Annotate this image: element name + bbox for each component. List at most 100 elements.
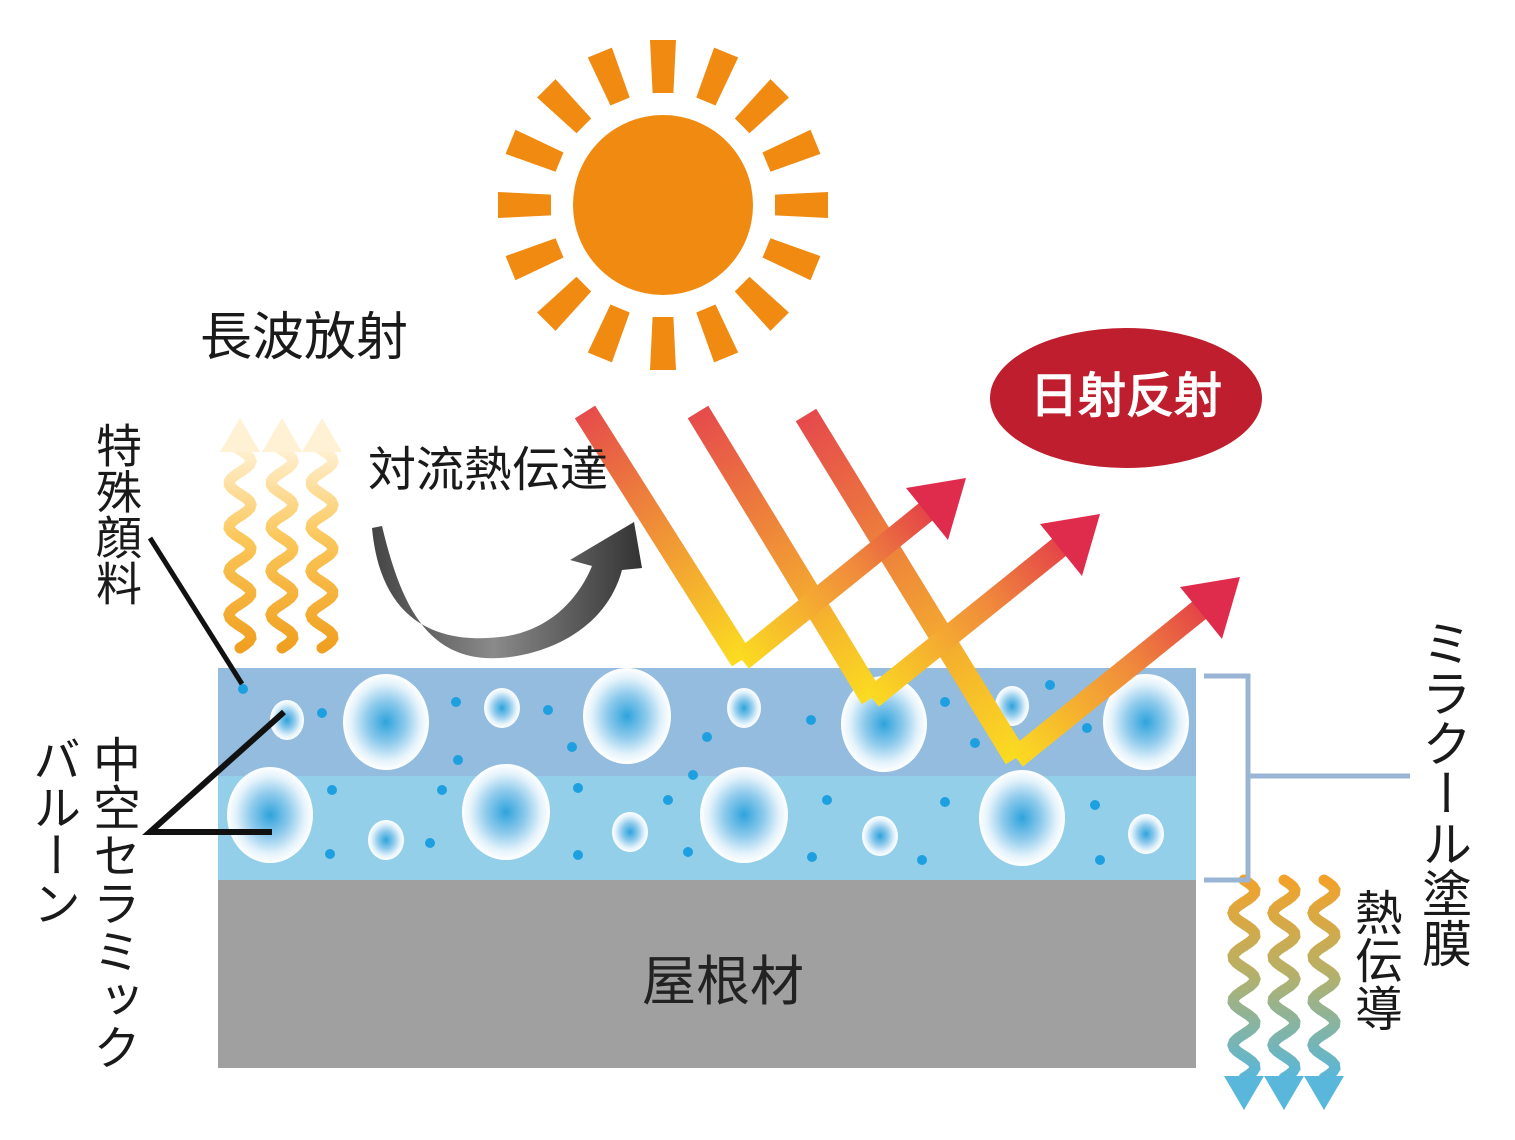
pigment-dot — [806, 715, 816, 725]
pigment-dot — [1095, 855, 1105, 865]
roofing-material-label: 屋根材 — [642, 950, 804, 1013]
pigment-dot — [567, 742, 577, 752]
pigment-dot — [822, 795, 832, 805]
sun-ray — [734, 276, 789, 331]
ceramic-balloon — [462, 764, 550, 860]
ceramic-balloon — [270, 700, 304, 740]
solar-reflection-label: 日射反射 — [1029, 368, 1222, 424]
incoming-ray-1 — [574, 405, 753, 667]
reflection-arrow-icon — [1180, 577, 1240, 639]
balloon-leader-line — [142, 709, 287, 835]
sun-ray — [762, 129, 821, 172]
wavy-heat-arrow-icon — [265, 442, 299, 654]
wavy-heat-arrow-icon — [1227, 874, 1261, 1084]
special-pigment-label: 特殊顔料 — [89, 422, 143, 606]
pigment-dot — [317, 708, 327, 718]
wavy-heat-arrow-head — [1224, 1076, 1264, 1110]
pigment-dot — [238, 684, 248, 694]
curved-arrow-icon — [372, 522, 642, 659]
pigment-dot — [543, 705, 553, 715]
pigment-dot — [663, 795, 673, 805]
ceramic-balloon — [368, 820, 404, 860]
wavy-heat-arrow-head — [262, 418, 302, 452]
pigment-dot — [807, 852, 817, 862]
ceramic-balloon — [1128, 814, 1164, 854]
wavy-heat-arrow-head — [302, 418, 342, 452]
pigment-dot — [970, 738, 980, 748]
reflected-ray-3 — [1009, 599, 1209, 767]
roofing-material-block — [218, 880, 1196, 1068]
pigment-dot — [1090, 800, 1100, 810]
sun-ray — [696, 47, 739, 106]
wavy-heat-arrow-head — [220, 418, 260, 452]
ceramic-balloon — [862, 816, 898, 856]
convective-heat-transfer-label: 対流熱伝達 — [368, 442, 609, 498]
solar-reflection-arrows — [574, 405, 1240, 767]
sun-ray — [587, 47, 630, 106]
sun-ray — [505, 238, 564, 281]
pigment-dot — [325, 849, 335, 859]
ceramic-balloon — [700, 767, 788, 863]
ceramic-balloon — [612, 812, 648, 852]
sun-ray — [537, 276, 592, 331]
longwave-radiation-label: 長波放射 — [200, 308, 409, 368]
pigment-dot — [940, 697, 950, 707]
ceramic-balloon — [227, 767, 313, 863]
pigment-dot — [683, 847, 693, 857]
miracool-coating-film-label: ミラクール塗膜 — [1414, 618, 1472, 968]
sun-ray — [537, 79, 592, 134]
pigment-dot — [425, 838, 435, 848]
wavy-heat-arrow-head — [1304, 1076, 1344, 1110]
pigment-dot — [573, 783, 583, 793]
incoming-ray-2 — [687, 405, 883, 705]
wavy-heat-arrow-head — [1264, 1076, 1304, 1110]
pigment-dot — [940, 797, 950, 807]
pigment-dot — [688, 770, 698, 780]
ceramic-balloon — [583, 668, 671, 764]
sun-ray — [696, 304, 739, 363]
ceramic-balloon — [727, 688, 761, 728]
heat-conduction-label: 熱伝導 — [1346, 888, 1402, 1032]
longwave-radiation-arrows — [220, 418, 342, 654]
pigment-dot — [1045, 680, 1055, 690]
pigment-dot — [573, 850, 583, 860]
ceramic-balloon — [484, 688, 520, 728]
sun-ray — [650, 317, 676, 370]
sun-icon — [498, 40, 828, 370]
hollow-ceramic-balloons — [227, 668, 1189, 866]
solar-reflection-badge — [990, 328, 1262, 468]
sun-ray — [587, 304, 630, 363]
pigment-dot — [453, 755, 463, 765]
pigment-leader-line — [147, 536, 245, 686]
hollow-ceramic-balloon-label-part2: バルーン — [24, 735, 80, 927]
sun-ray — [650, 40, 676, 93]
ceramic-balloon — [1103, 674, 1189, 770]
sun-ray — [498, 192, 551, 218]
pigment-dot — [327, 785, 337, 795]
sun-ray — [505, 129, 564, 172]
reflection-arrow-icon — [906, 478, 966, 540]
hollow-ceramic-balloon-label-part1: 中空セラミック — [84, 735, 140, 1071]
sun-ray — [775, 192, 828, 218]
wavy-heat-arrow-icon — [1267, 874, 1301, 1084]
pigment-dot — [1082, 723, 1092, 733]
pigment-dot — [437, 785, 447, 795]
heat-conduction-arrows — [1224, 874, 1344, 1110]
ceramic-balloon — [979, 770, 1065, 866]
pigment-dot — [917, 855, 927, 865]
reflected-ray-1 — [735, 501, 935, 669]
incoming-ray-3 — [795, 408, 1027, 765]
wavy-heat-arrow-icon — [223, 442, 257, 654]
sun-ray — [762, 238, 821, 281]
reflection-arrow-icon — [1040, 514, 1100, 576]
wavy-heat-arrow-icon — [305, 442, 339, 654]
wavy-heat-arrow-icon — [1307, 874, 1341, 1084]
coating-film-bracket — [1204, 673, 1251, 883]
pigment-dot — [702, 732, 712, 742]
ceramic-balloon — [343, 674, 429, 770]
pigment-dot — [451, 697, 461, 707]
reflected-ray-2 — [865, 536, 1069, 707]
special-pigment-dots — [238, 680, 1105, 865]
